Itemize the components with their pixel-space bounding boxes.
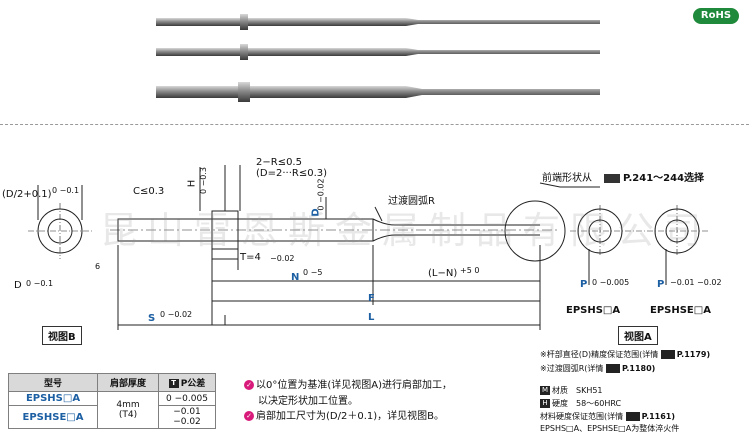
table-row: EPSHS□A 4mm(T4) 0 −0.005 xyxy=(8,391,216,429)
model-cell: EPSHSE□A xyxy=(8,405,98,429)
remark-4: EPSHS□A、EPSHSE□A为整体淬火件 xyxy=(540,424,680,433)
header-model: 型号 xyxy=(8,373,98,392)
s-tol: 0 −0.02 xyxy=(160,310,193,319)
page-ref-icon xyxy=(605,364,620,373)
type-a-label: EPSHS□A xyxy=(566,305,621,316)
page-ref-icon xyxy=(604,174,620,183)
product-photo xyxy=(156,14,600,102)
thickness-cell: 4mm(T4) xyxy=(97,391,159,429)
note-2: ✓肩部加工尺寸为(D/2＋0.1)，详见视图B。 xyxy=(244,411,444,422)
pin-icon: ✓ xyxy=(244,380,254,390)
p-tol-b: −0.01 −0.02 xyxy=(670,278,722,287)
remark-1: ※杆部直径(D)精度保证范围(详情 P.1179) xyxy=(540,350,711,359)
g-label: 6 xyxy=(95,262,101,271)
tol-cell: −0.01 −0.02 xyxy=(158,405,216,429)
r-note-2: (D=2···R≤0.3) xyxy=(256,168,328,179)
note-1b: 以决定形状加工位置。 xyxy=(258,396,358,407)
pin-3 xyxy=(156,82,600,102)
model-cell: EPSHS□A xyxy=(8,391,98,406)
ln-tol: +5 0 xyxy=(460,266,480,275)
p-dim-b: P xyxy=(657,279,665,290)
view-b-label: 视图B xyxy=(42,326,82,345)
technical-drawing xyxy=(28,165,710,330)
pin-icon: ✓ xyxy=(244,411,254,421)
d-dim-tol: 0 −0.02 xyxy=(316,178,326,211)
transition-r: 过渡圆弧R xyxy=(388,196,435,207)
tip-shape: 前端形状从 xyxy=(542,173,592,184)
note-1: ✓以0°位置为基准(详见视图A)进行肩部加工， xyxy=(244,380,452,391)
c-chamfer: C≤0.3 xyxy=(133,186,165,197)
d-half-tol: 0 −0.1 xyxy=(52,186,80,195)
hardness-icon: H xyxy=(540,399,550,408)
t-tol: −0.02 xyxy=(270,254,295,263)
p-tag-icon: T xyxy=(168,379,179,388)
type-b-label: EPSHSE□A xyxy=(650,305,711,316)
tip-pages: P.241～244选择 xyxy=(623,173,705,184)
page-ref-icon xyxy=(660,350,675,359)
f-dim: F xyxy=(368,293,375,304)
d-tol-label: D xyxy=(14,280,22,291)
material-icon: M xyxy=(540,386,550,395)
pin-1 xyxy=(156,14,600,30)
l-dim: L xyxy=(368,312,375,323)
h-tol: 0 −0.3 xyxy=(199,166,209,195)
remark-2: ※过渡圆弧R(详情 P.1180) xyxy=(540,364,656,373)
r-note-1: 2−R≤0.5 xyxy=(256,157,302,168)
t-dim: T=4 xyxy=(240,252,261,263)
table-row: EPSHSE□A −0.01 −0.02 xyxy=(8,405,216,429)
d-half-label: (D/2+0.1) xyxy=(2,189,52,200)
d-tol-val: 0 −0.1 xyxy=(26,279,54,288)
p-tol-a: 0 −0.005 xyxy=(592,278,630,287)
view-a-label: 视图A xyxy=(618,326,658,345)
pin-2 xyxy=(156,44,600,60)
h-label: H xyxy=(186,179,198,188)
p-dim-a: P xyxy=(580,279,588,290)
tol-cell: 0 −0.005 xyxy=(158,391,216,406)
n-dim: N xyxy=(291,272,300,283)
watermark: 昆山雷恩斯金属制品有限公司 xyxy=(100,209,711,252)
rohs-badge: RoHS xyxy=(693,8,739,24)
header-thickness: 肩部厚度 xyxy=(97,373,159,392)
page-ref-icon xyxy=(625,412,640,421)
remark-3: 材料硬度保证范围(详情 P.1161) xyxy=(540,412,676,421)
n-tol: 0 −5 xyxy=(303,268,323,277)
s-dim: S xyxy=(148,313,156,324)
divider xyxy=(0,124,749,125)
ln-dim: (L−N) xyxy=(428,268,458,279)
